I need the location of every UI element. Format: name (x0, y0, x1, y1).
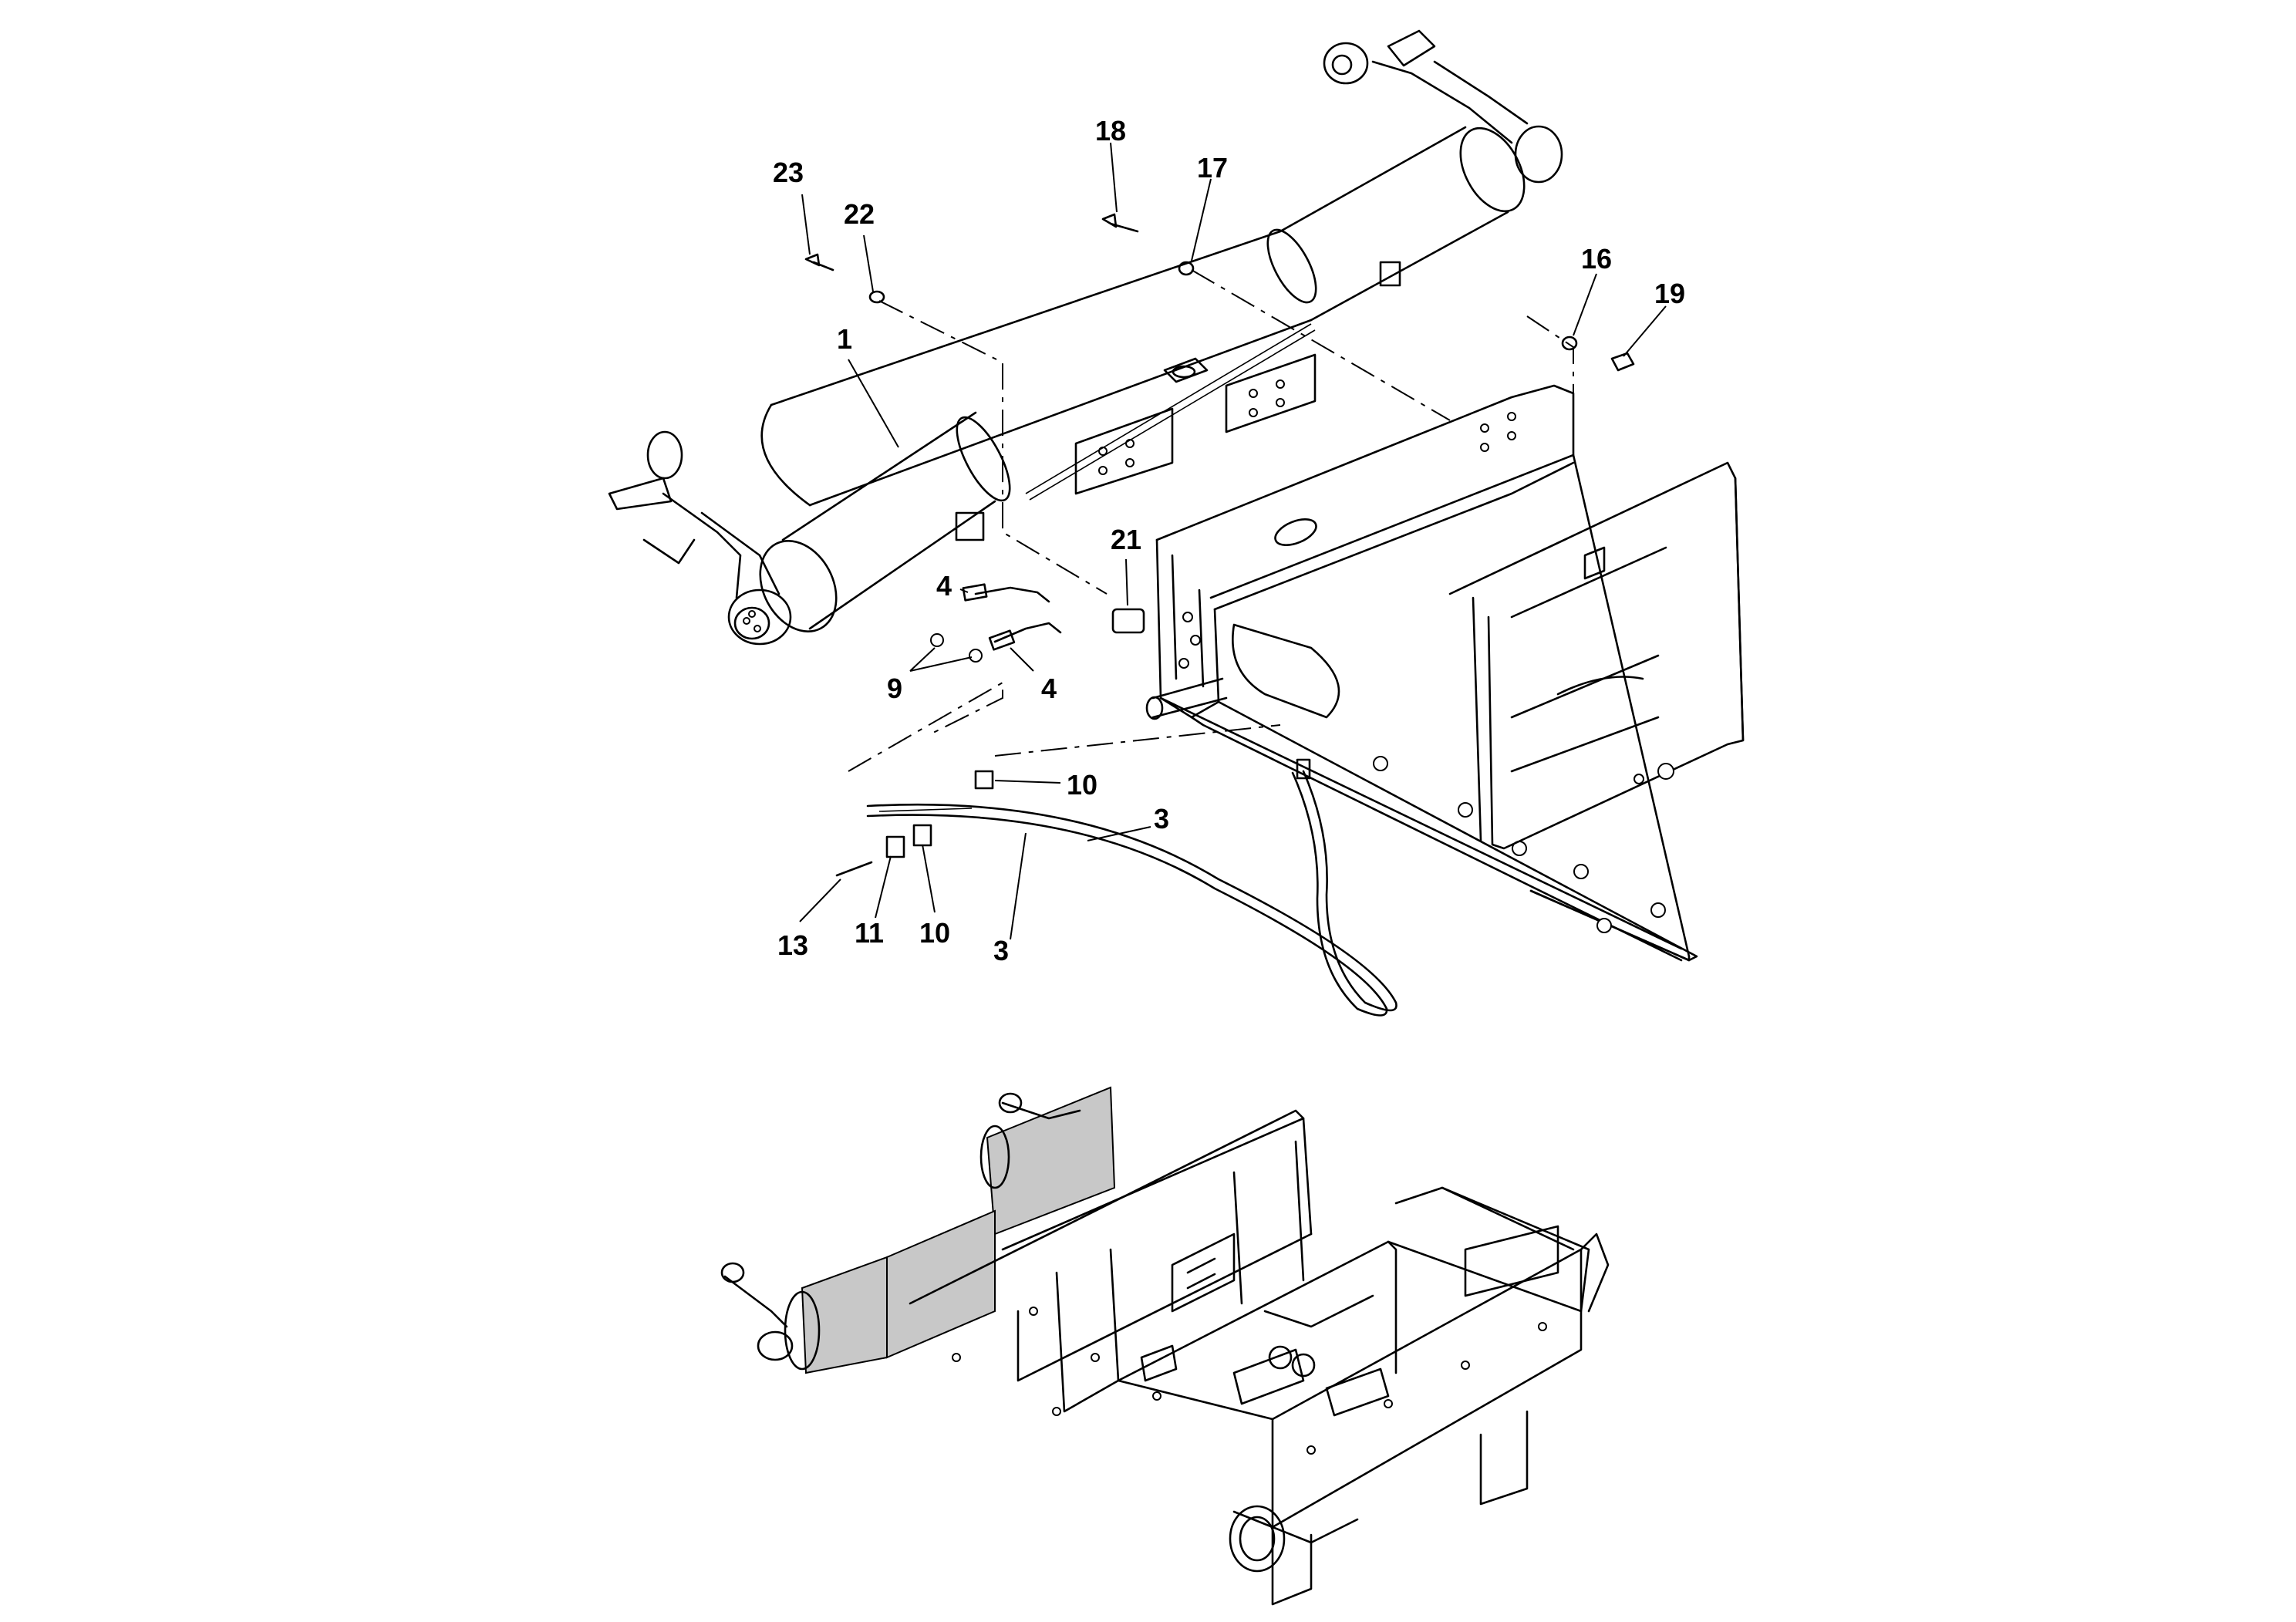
axle-cylinder-assembly (608, 29, 1563, 646)
assembly-center-lines (848, 269, 1574, 772)
frame-plate (1145, 384, 1698, 962)
hose-bundle (835, 758, 1397, 1017)
fasteners (804, 213, 1635, 372)
sensor-block (1111, 608, 1145, 634)
callout-16: 16 (1581, 243, 1612, 275)
callout-11: 11 (855, 917, 884, 949)
hydraulic-hose-fittings (930, 583, 1062, 663)
callout-3-lower: 3 (993, 935, 1009, 966)
callout-10-upper: 10 (1067, 769, 1097, 801)
chassis-locator-view (720, 1086, 1610, 1606)
callout-22: 22 (844, 198, 875, 230)
callout-labels: 23 22 1 18 17 16 19 21 4 9 4 10 3 13 11 … (773, 115, 1685, 966)
callout-21: 21 (1111, 524, 1141, 555)
callout-1: 1 (837, 323, 852, 355)
callout-17: 17 (1197, 152, 1228, 184)
callout-19: 19 (1654, 278, 1685, 309)
callout-10-lower: 10 (919, 917, 950, 949)
callout-13: 13 (777, 929, 808, 961)
callout-18: 18 (1095, 115, 1126, 147)
rear-bracket (1448, 461, 1745, 850)
callout-9: 9 (887, 673, 902, 704)
leader-lines (799, 142, 1667, 940)
callout-4-lower: 4 (1041, 673, 1057, 704)
callout-3-upper: 3 (1154, 803, 1169, 835)
callout-4-upper: 4 (936, 570, 952, 602)
callout-23: 23 (773, 157, 804, 188)
